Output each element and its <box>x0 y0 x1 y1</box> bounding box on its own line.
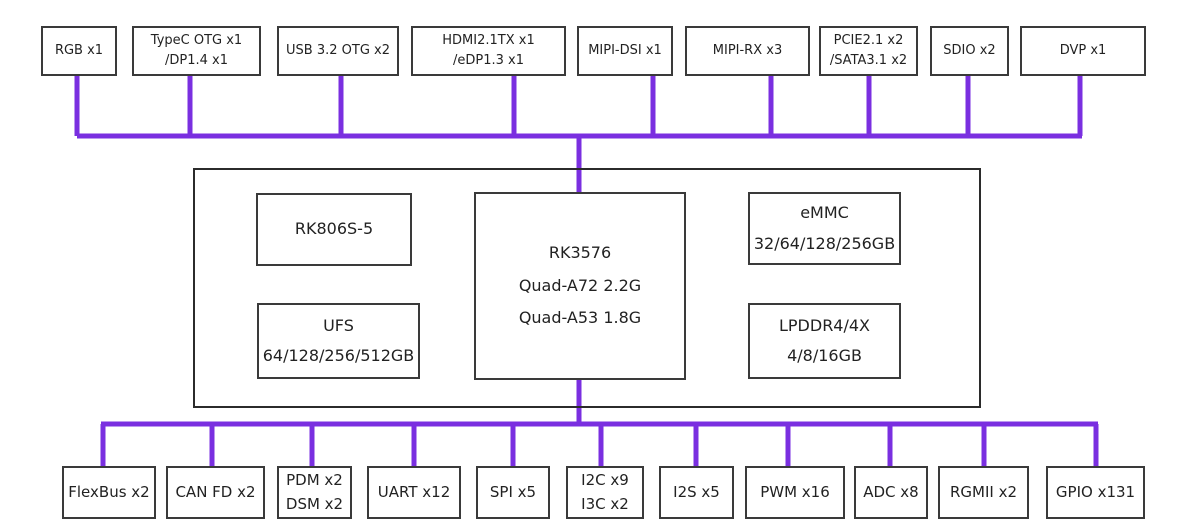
interface-box-can-fd-x2: CAN FD x2 <box>166 466 265 519</box>
lpddr-block: LPDDR4/4X 4/8/16GB <box>748 303 901 379</box>
interface-box-gpio-x131: GPIO x131 <box>1046 466 1145 519</box>
box-label-line: I3C x2 <box>581 494 629 513</box>
box-label-line: PWM x16 <box>760 482 830 501</box>
box-label-line: I2C x9 <box>581 471 629 490</box>
box-label-line: eMMC <box>800 203 849 223</box>
interface-box-uart-x12: UART x12 <box>367 466 461 519</box>
interface-box-dvp-x1: DVP x1 <box>1020 26 1146 76</box>
box-label-line: UFS <box>323 315 354 335</box>
interface-box-pwm-x16: PWM x16 <box>745 466 845 519</box>
box-label-line: 64/128/256/512GB <box>262 346 415 365</box>
box-label-line: LPDDR4/4X <box>778 315 871 335</box>
box-label-line: Quad-A53 1.8G <box>518 308 642 328</box>
box-label-line: USB 3.2 OTG x2 <box>286 42 390 58</box>
box-label-line: RGB x1 <box>54 42 104 58</box>
box-label-line: DSM x2 <box>285 494 344 513</box>
box-label-line: MIPI-DSI x1 <box>588 42 662 58</box>
interface-box-hdmi2-1tx-x1: HDMI2.1TX x1/eDP1.3 x1 <box>411 26 566 76</box>
interface-box-i2s-x5: I2S x5 <box>659 466 734 519</box>
box-label-line: MIPI-RX x3 <box>712 42 783 58</box>
box-label-line: PCIE2.1 x2 <box>833 32 904 48</box>
interface-box-flexbus-x2: FlexBus x2 <box>62 466 156 519</box>
interface-box-adc-x8: ADC x8 <box>854 466 928 519</box>
core-module-board <box>193 168 981 408</box>
interface-box-usb-3-2-otg-x2: USB 3.2 OTG x2 <box>277 26 399 76</box>
box-label-line: 32/64/128/256GB <box>753 233 896 253</box>
box-label-line: GPIO x131 <box>1055 482 1136 501</box>
box-label-line: HDMI2.1TX x1 <box>442 32 535 48</box>
interface-box-rgmii-x2: RGMII x2 <box>938 466 1029 519</box>
interface-box-sdio-x2: SDIO x2 <box>930 26 1009 76</box>
box-label-line: PDM x2 <box>286 471 343 490</box>
box-label-line: ADC x8 <box>863 482 919 501</box>
interface-box-mipi-dsi-x1: MIPI-DSI x1 <box>577 26 673 76</box>
interface-box-pcie2-1-x2: PCIE2.1 x2/SATA3.1 x2 <box>819 26 918 76</box>
interface-box-typec-otg-x1: TypeC OTG x1/DP1.4 x1 <box>132 26 261 76</box>
box-label-line: DVP x1 <box>1059 42 1107 58</box>
interface-box-rgb-x1: RGB x1 <box>41 26 117 76</box>
box-label-line: I2S x5 <box>673 482 720 501</box>
box-label-line: /SATA3.1 x2 <box>829 53 908 68</box>
box-label-line: TypeC OTG x1 <box>150 32 243 48</box>
box-label-line: RK806S-5 <box>294 219 374 239</box>
box-label-line: /eDP1.3 x1 <box>453 53 524 68</box>
box-label-line: SDIO x2 <box>943 42 996 58</box>
ufs-block: UFS 64/128/256/512GB <box>257 303 420 379</box>
box-label-line: 4/8/16GB <box>787 346 862 365</box>
box-label-line: /DP1.4 x1 <box>164 53 228 68</box>
box-label-line: Quad-A72 2.2G <box>518 275 642 295</box>
box-label-line: FlexBus x2 <box>68 482 150 501</box>
box-label-line: CAN FD x2 <box>175 482 256 501</box>
pmic-block: RK806S-5 <box>256 193 412 266</box>
emmc-block: eMMC 32/64/128/256GB <box>748 192 901 265</box>
interface-box-mipi-rx-x3: MIPI-RX x3 <box>685 26 810 76</box>
box-label-line: RGMII x2 <box>949 482 1018 501</box>
box-label-line: UART x12 <box>377 482 451 501</box>
box-label-line: SPI x5 <box>489 482 537 501</box>
interface-box-pdm-x2: PDM x2 DSM x2 <box>277 466 352 519</box>
box-label-line: RK3576 <box>548 242 612 262</box>
interface-box-i2c-x9: I2C x9 I3C x2 <box>566 466 644 519</box>
interface-box-spi-x5: SPI x5 <box>476 466 550 519</box>
